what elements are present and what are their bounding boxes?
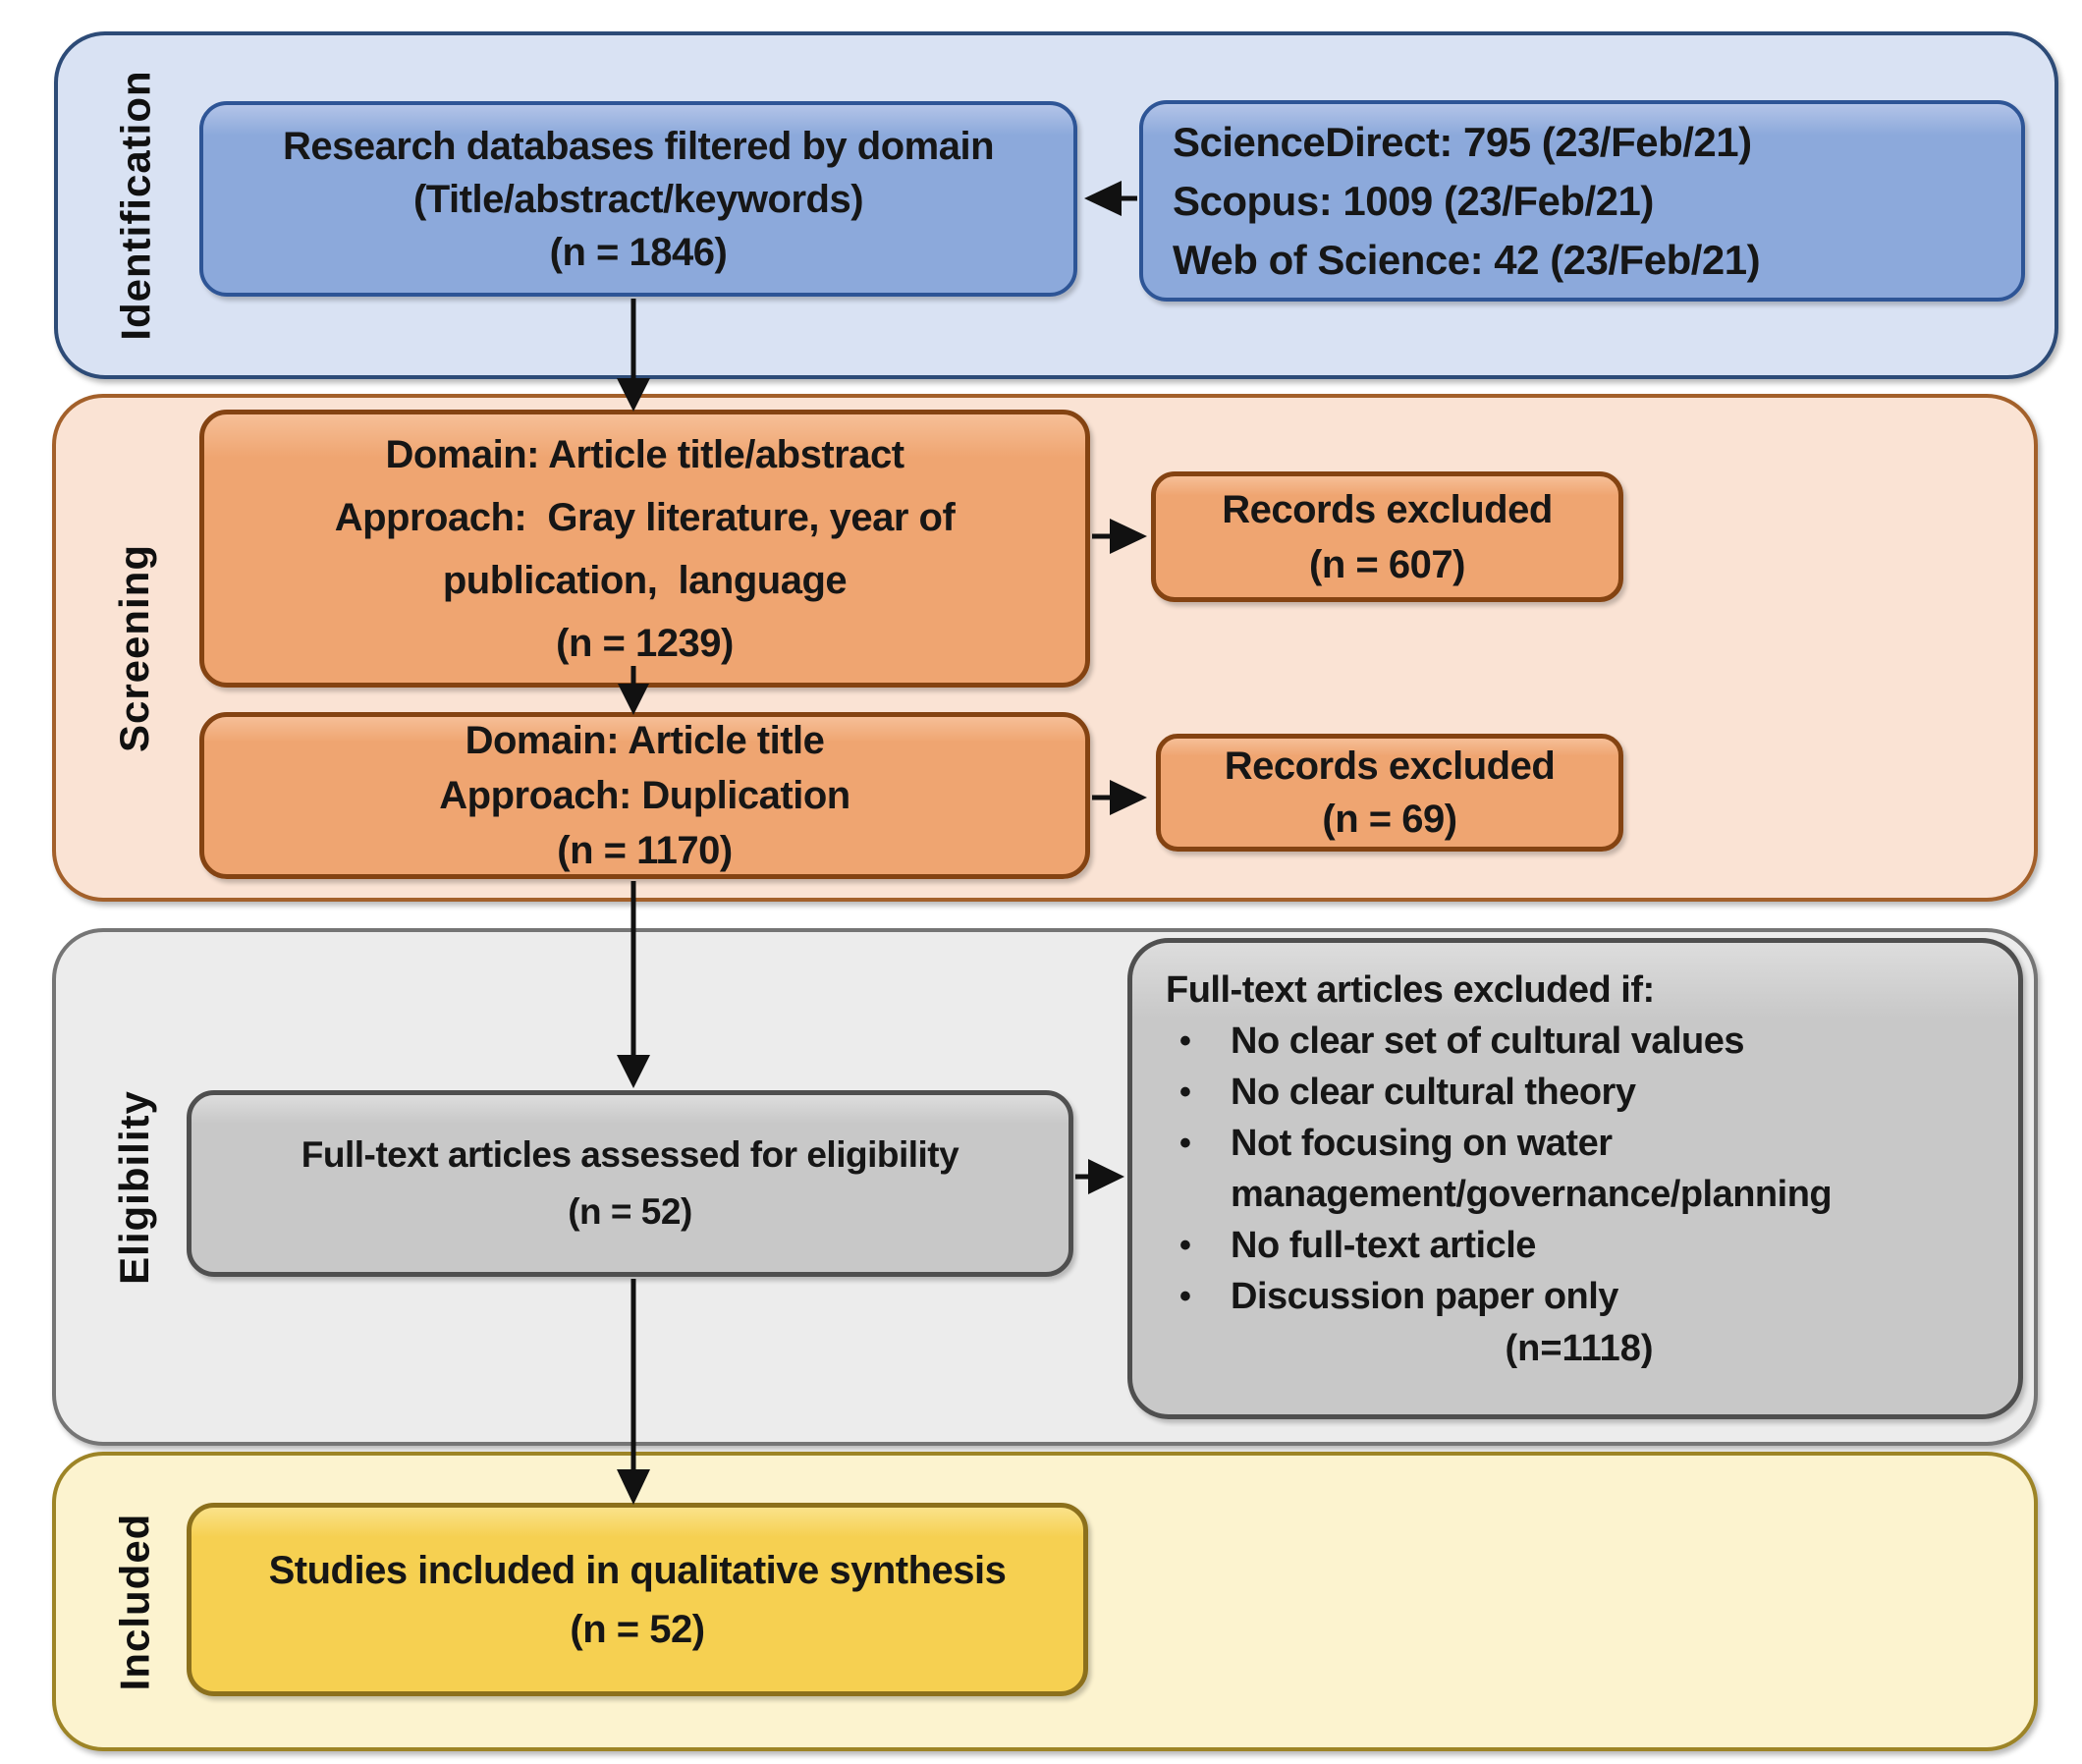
screening-step1-text: Domain: Article title/abstract Approach:… [334, 432, 956, 665]
exclusion-reason-item: • Discussion paper only [1166, 1271, 1993, 1322]
records-excluded-607-box: Records excluded (n = 607) [1151, 471, 1623, 602]
exclusion-reason-text: Discussion paper only [1231, 1276, 1618, 1317]
exclusion-reason-text: No clear set of cultural values [1231, 1020, 1745, 1062]
exclusion-reason-item: • No clear cultural theory [1166, 1067, 1993, 1118]
exclusion-reason-item: • No clear set of cultural values [1166, 1016, 1993, 1067]
bullet-icon: • [1179, 1074, 1191, 1111]
exclusion-reason-item: • No full-text article [1166, 1220, 1993, 1271]
sources-box: ScienceDirect: 795 (23/Feb/21) Scopus: 1… [1139, 100, 2025, 302]
records-excluded-69-text: Records excluded (n = 69) [1224, 744, 1556, 841]
screening-step2-box: Domain: Article title Approach: Duplicat… [199, 712, 1090, 879]
records-excluded-607-text: Records excluded (n = 607) [1222, 487, 1553, 586]
exclusion-reason-text: Not focusing on water management/governa… [1231, 1123, 1833, 1215]
included-label-text: Included [111, 1513, 157, 1690]
fulltext-excluded-count: (n=1118) [1505, 1328, 1654, 1369]
bullet-icon: • [1179, 1227, 1191, 1264]
screening-label: Screening [56, 398, 213, 898]
fulltext-assessed-text: Full-text articles assessed for eligibil… [301, 1134, 959, 1232]
bullet-icon: • [1179, 1278, 1191, 1315]
screening-step1-box: Domain: Article title/abstract Approach:… [199, 410, 1090, 688]
studies-included-text: Studies included in qualitative synthesi… [268, 1548, 1007, 1651]
bullet-icon: • [1179, 1022, 1191, 1060]
identification-label: Identification [58, 35, 215, 375]
eligibility-label-text: Eligibility [111, 1089, 157, 1285]
databases-box: Research databases filtered by domain (T… [199, 101, 1077, 297]
studies-included-box: Studies included in qualitative synthesi… [187, 1503, 1088, 1696]
screening-step2-text: Domain: Article title Approach: Duplicat… [439, 719, 850, 872]
screening-label-text: Screening [111, 543, 158, 752]
fulltext-assessed-box: Full-text articles assessed for eligibil… [187, 1090, 1073, 1277]
source-sciencedirect: ScienceDirect: 795 (23/Feb/21) [1173, 118, 1752, 165]
databases-box-text: Research databases filtered by domain (T… [283, 124, 995, 274]
records-excluded-69-box: Records excluded (n = 69) [1156, 734, 1623, 852]
exclusion-reason-text: No full-text article [1231, 1225, 1536, 1266]
source-scopus: Scopus: 1009 (23/Feb/21) [1173, 177, 1654, 224]
source-web-of-science: Web of Science: 42 (23/Feb/21) [1173, 236, 1761, 283]
bullet-icon: • [1179, 1125, 1191, 1162]
fulltext-excluded-title: Full-text articles excluded if: [1166, 969, 1655, 1011]
exclusion-reason-text: No clear cultural theory [1231, 1072, 1636, 1113]
fulltext-excluded-box: Full-text articles excluded if: • No cle… [1127, 938, 2023, 1419]
identification-label-text: Identification [113, 70, 159, 341]
exclusion-reason-item: • Not focusing on water management/gover… [1166, 1118, 1993, 1220]
